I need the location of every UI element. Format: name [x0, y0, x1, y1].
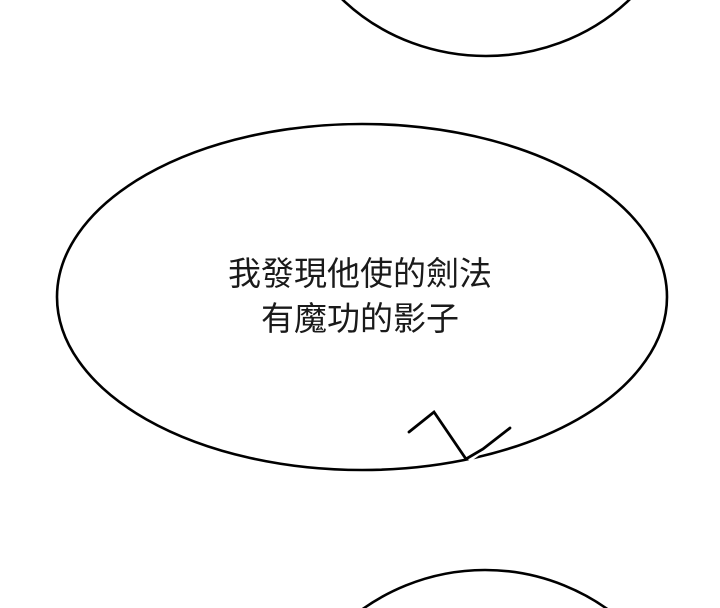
speech-bubble-main-outline [55, 122, 669, 472]
speech-bubble-main [55, 122, 669, 472]
speech-bubble-top-partial-outline [341, 0, 631, 58]
speech-bubble-bottom-partial [362, 568, 608, 608]
speech-bubble-main-tail [407, 409, 512, 461]
speech-bubble-top-partial [341, 0, 631, 58]
dialogue-text-block: 我發現他使的劍法 有魔功的影子 [0, 251, 720, 341]
speech-bubble-bottom-partial-outline [362, 568, 608, 608]
dialogue-line-2: 有魔功的影子 [261, 299, 459, 338]
speech-bubble-main-tail-mask [428, 400, 500, 462]
dialogue-line-1: 我發現他使的劍法 [228, 254, 492, 293]
